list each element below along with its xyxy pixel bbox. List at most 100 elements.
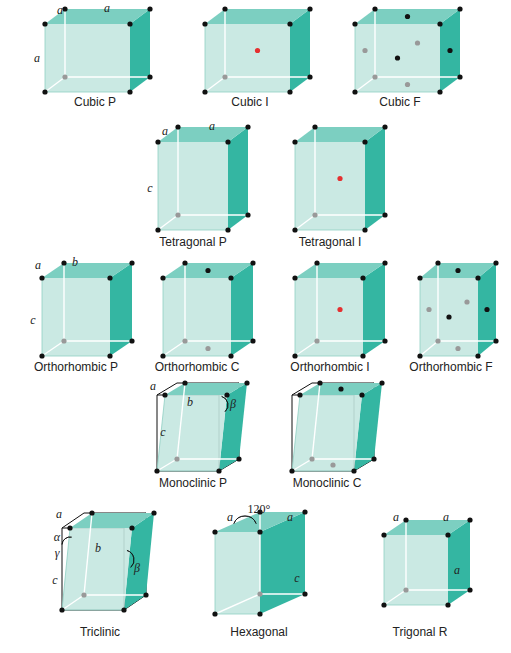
unit-cell [352,6,462,94]
cell-edge [205,77,225,92]
lattice-caption: Trigonal R [393,626,448,638]
cell-face [158,127,248,142]
cell-edge [178,214,248,215]
cell-face [205,24,290,92]
lattice-point [255,48,260,53]
lattice-caption: Cubic P [74,96,116,108]
axis-label: 120° [248,503,271,515]
cell-edge [292,471,354,472]
lattice-point [155,139,160,144]
lattice-point [257,529,262,534]
cell-face [295,278,363,356]
cell-edge [163,278,164,356]
cell-face [110,263,132,356]
lattice-point [212,529,217,534]
lattice-point [426,307,431,312]
lattice-point [381,532,386,537]
cell-edge [64,340,132,341]
lattice-caption: Orthorhombic I [290,361,369,373]
lattice-point [222,74,227,79]
cell-edge [158,215,178,230]
lattice-point [154,468,159,473]
cell-edge [224,9,225,77]
lattice-point [292,139,297,144]
lattice-point [129,525,134,530]
cell-edge [295,215,315,230]
cell-face [215,532,260,614]
lattice-point [236,456,241,461]
axis-label: a [393,511,399,523]
unit-cell [417,260,498,358]
lattice-point [307,6,312,11]
lattice-caption: Monoclinic C [293,477,362,489]
cell-face [62,528,132,610]
lattice-point [312,212,317,217]
axis-label: c [52,574,57,586]
axis-label: b [187,396,193,408]
cell-edge [312,458,374,459]
axis-label: β [230,398,236,410]
lattice-point [362,139,367,144]
lattice-point [475,275,480,280]
lattice-point [175,212,180,217]
unit-cell [160,260,255,358]
lattice-point [287,89,292,94]
cell-face [420,278,478,356]
lattice-point [302,591,307,596]
lattice-point [435,338,440,343]
lattice-point [62,74,67,79]
cell-edge [65,76,150,77]
cell-edge [292,395,300,471]
lattice-point [309,456,314,461]
lattice-point [417,353,422,358]
angle-arc [222,396,228,411]
unit-cell [59,510,156,612]
axis-label: a [35,259,41,271]
cell-edge [295,341,317,356]
lattice-point [382,212,387,217]
cell-edge [215,532,216,614]
lattice-point [371,456,376,461]
cell-edge [157,395,165,471]
lattice-point [457,6,462,11]
lattice-point [127,21,132,26]
lattice-point [202,21,207,26]
axis-label: c [30,314,35,326]
cell-face [300,383,382,395]
cell-face [420,263,496,278]
cell-edge [438,340,496,341]
cell-edge [355,92,440,93]
axis-label: b [95,542,101,554]
axis-label: γ [55,547,60,559]
lattice-point [175,124,180,129]
unit-cell [292,260,387,358]
cell-edge [45,77,65,92]
lattice-point [292,353,297,358]
axis-label: a [454,564,460,576]
cell-face [165,383,247,395]
lattice-caption: Tetragonal P [159,236,226,248]
lattice-point [245,212,250,217]
lattice-point [437,89,442,94]
lattice-point [314,338,319,343]
cell-face [355,24,440,92]
lattice-point [250,260,255,265]
lattice-point [216,468,221,473]
cell-face [42,278,110,356]
lattice-point [362,48,367,53]
unit-cell [292,124,387,232]
axis-label: a [104,2,110,14]
unit-cell [154,380,249,473]
lattice-point [493,260,498,265]
lattice-point [205,346,210,351]
unit-cell [212,509,307,616]
lattice-point [446,314,451,319]
lattice-point [381,602,386,607]
cell-face [478,263,496,356]
axis-label: c [147,182,152,194]
cell-edge [406,589,470,590]
lattice-point [372,6,377,11]
lattice-point [457,74,462,79]
lattice-caption: Monoclinic P [159,477,227,489]
axis-label: a [209,120,215,132]
